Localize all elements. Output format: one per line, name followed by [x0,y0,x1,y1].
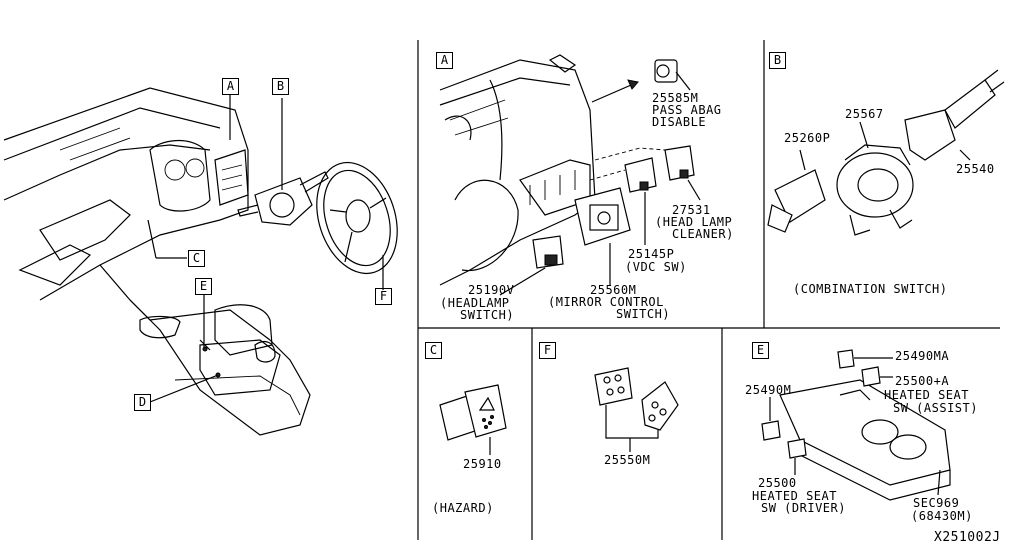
section-e-console-switches [761,349,951,501]
part-number-25560m: 25560M [590,283,637,297]
part-number-25910: 25910 [463,457,502,471]
section-c-caption: (HAZARD) [432,501,494,515]
combination-switch-overview [237,98,329,226]
part-number-25585m: 25585M [652,91,699,105]
callout-overview-b: B [272,78,289,95]
section-b-caption: (COMBINATION SWITCH) [793,282,948,296]
panel-borders [417,40,1000,540]
part-name-27531-line1: (HEAD LAMP [655,215,733,229]
section-a-switches [499,59,701,296]
section-a-dashboard-drawing [439,54,639,286]
part-name-25585m-line2: DISABLE [652,115,707,129]
part-name-25500-line2: SW (DRIVER) [761,501,846,515]
part-number-sec969: SEC969 [913,496,960,510]
callout-overview-d: D [134,394,151,411]
part-number-25490m: 25490M [745,383,792,397]
part-name-25500a-line2: SW (ASSIST) [893,401,978,415]
section-b-combination-switch [767,69,1005,236]
part-name-25500-line1: HEATED SEAT [752,489,837,503]
part-name-25190v-line2: SWITCH) [460,308,515,322]
callout-overview-e: E [195,278,212,295]
callout-overview-f: F [375,288,392,305]
part-name-25500a-line1: HEATED SEAT [884,388,969,402]
steering-wheel-drawing [316,161,398,290]
part-number-25490ma: 25490MA [895,349,950,363]
part-number-25145p: 25145P [628,247,675,261]
part-number-25550m: 25550M [604,453,651,467]
callout-section-f: F [539,342,556,359]
callout-overview-a: A [222,78,239,95]
figure-id: X251002J [934,530,1001,545]
section-c-hazard-switch [439,384,507,455]
part-number-25567: 25567 [845,107,884,121]
callout-section-c: C [425,342,442,359]
part-name-25560m-line1: (MIRROR CONTROL [548,295,664,309]
callout-section-a: A [436,52,453,69]
part-number-25540: 25540 [956,162,995,176]
part-name-25190v-line1: (HEADLAMP [440,296,510,310]
part-name-sec969: (68430M) [911,509,973,523]
dashboard-overview-drawing [3,87,311,436]
part-number-25260p: 25260P [784,131,831,145]
part-number-27531: 27531 [672,203,711,217]
callout-section-e: E [752,342,769,359]
part-number-25190v: 25190V [468,283,515,297]
callout-section-b: B [769,52,786,69]
part-name-25145p: (VDC SW) [625,260,687,274]
part-number-25500a: 25500+A [895,374,950,388]
part-name-27531-line2: CLEANER) [672,227,734,241]
callout-overview-c: C [188,250,205,267]
section-f-steering-switches [594,367,679,452]
part-number-25500: 25500 [758,476,797,490]
part-name-25585m-line1: PASS ABAG [652,103,722,117]
part-name-25560m-line2: SWITCH) [616,307,671,321]
